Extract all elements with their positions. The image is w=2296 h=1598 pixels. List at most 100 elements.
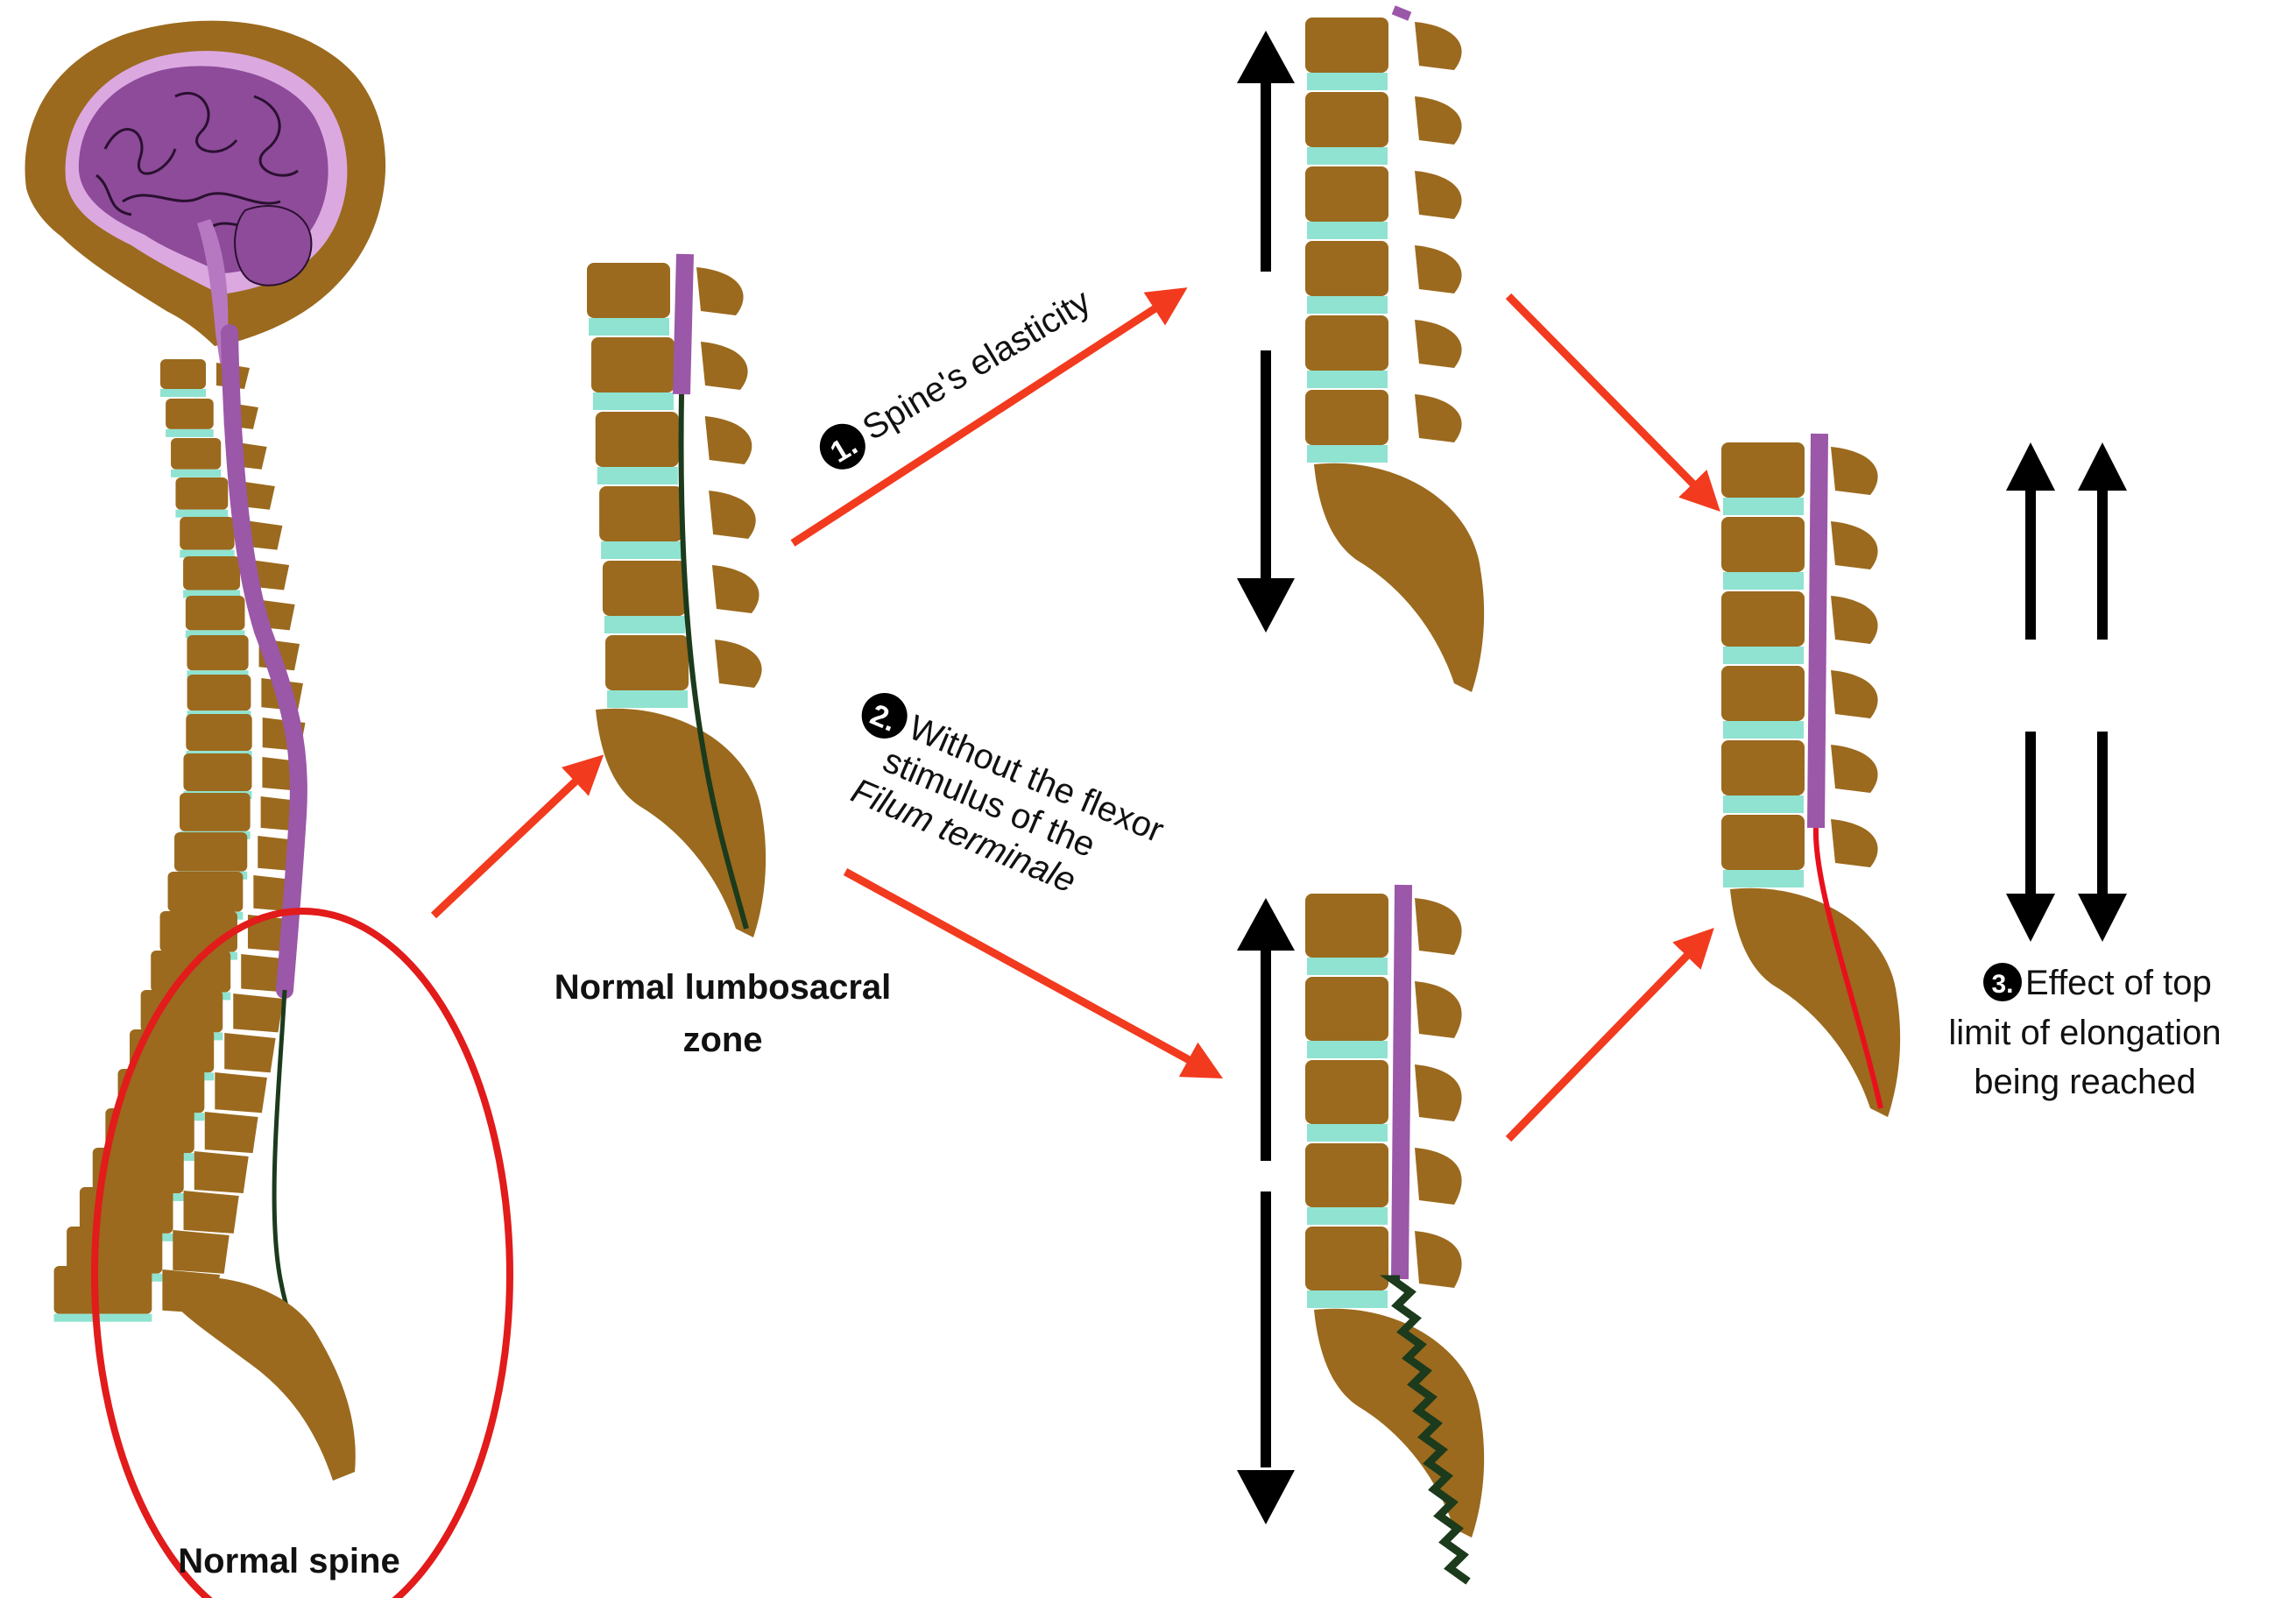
intervertebral-disc xyxy=(1723,647,1804,664)
vertebral-body xyxy=(1305,315,1388,371)
spinous-process xyxy=(1415,171,1462,219)
vertebral-body xyxy=(1305,977,1388,1041)
spinous-process xyxy=(1415,394,1462,442)
vertebral-body xyxy=(1721,442,1805,498)
up-arrows xyxy=(2006,442,2127,640)
brain-gyri xyxy=(95,91,299,230)
spinous-process xyxy=(224,1033,276,1073)
intervertebral-disc xyxy=(180,549,235,558)
intervertebral-disc xyxy=(1307,222,1388,239)
intervertebral-disc xyxy=(1723,572,1804,590)
vertebral-body xyxy=(175,477,229,510)
vertebral-body xyxy=(1305,92,1388,147)
intervertebral-disc xyxy=(1307,445,1388,463)
vertebral-body xyxy=(167,872,244,912)
spinous-process xyxy=(215,1072,267,1114)
spinous-process xyxy=(709,491,756,539)
vertebral-body xyxy=(1305,166,1388,222)
elastic-spine-illustration xyxy=(1305,5,1485,692)
arrow-step1 xyxy=(790,287,1188,547)
vertebral-body xyxy=(79,1187,173,1234)
highlight-ellipse xyxy=(91,908,513,1598)
black-arrows xyxy=(1237,31,2127,1524)
spinous-process xyxy=(1415,1231,1462,1288)
spinous-process xyxy=(1415,245,1462,293)
vertebral-body xyxy=(187,675,251,711)
vertebral-body xyxy=(186,714,252,752)
vertebral-body xyxy=(53,1266,152,1314)
kinked-filum xyxy=(1379,1275,1471,1585)
sacrum xyxy=(596,708,767,937)
vertebral-body xyxy=(130,1029,215,1073)
sacrum xyxy=(1730,887,1901,1117)
intervertebral-disc xyxy=(1723,795,1804,813)
intervertebral-disc xyxy=(607,690,689,708)
vertebral-body xyxy=(595,412,679,467)
intervertebral-disc xyxy=(1307,958,1388,975)
intervertebral-disc xyxy=(1723,498,1804,515)
arrow-to-lumbosacral xyxy=(430,754,604,919)
intervertebral-disc xyxy=(1307,371,1388,388)
spinous-process xyxy=(1415,981,1462,1038)
spinous-process xyxy=(715,640,762,688)
spinous-process xyxy=(1831,745,1878,793)
step3-number: 3. xyxy=(1991,970,2013,999)
spinal-cord xyxy=(1807,433,1828,829)
intervertebral-disc xyxy=(1307,296,1388,314)
spinous-process xyxy=(711,565,759,613)
spinal-cord xyxy=(673,253,694,395)
sacrum xyxy=(1314,1308,1485,1538)
vertebral-body xyxy=(1305,1227,1388,1290)
intervertebral-disc xyxy=(53,1313,152,1322)
vertebral-body xyxy=(1305,241,1388,296)
intervertebral-disc xyxy=(589,318,669,336)
spinous-process xyxy=(1415,1064,1462,1121)
spinal-cord xyxy=(221,324,307,999)
intervertebral-disc xyxy=(166,428,214,437)
sacrum xyxy=(1314,463,1485,692)
spinous-process xyxy=(1831,670,1878,718)
vertebral-body xyxy=(159,911,237,952)
stretch-arrow-top xyxy=(1237,31,1295,633)
label-normal-spine: Normal spine xyxy=(178,1542,399,1580)
intervertebral-disc xyxy=(1307,1207,1388,1225)
step1-badge xyxy=(819,423,865,470)
intervertebral-disc xyxy=(597,467,678,484)
vertebral-body xyxy=(1305,894,1388,958)
kinked-filum-illustration xyxy=(1305,884,1485,1585)
normal-lumbosacral-illustration xyxy=(587,253,767,937)
intervertebral-disc xyxy=(1307,73,1388,90)
arrow-kinked-to-limit xyxy=(1505,927,1714,1142)
vertebral-body xyxy=(187,635,249,671)
spinous-process xyxy=(1415,22,1462,70)
intervertebral-disc xyxy=(1723,721,1804,739)
intervertebral-disc xyxy=(183,590,241,598)
stretch-arrow-bottom xyxy=(1237,898,1295,1524)
spinous-process xyxy=(1415,898,1462,955)
vertebral-body xyxy=(1305,390,1388,445)
vertebral-body xyxy=(605,635,689,690)
down-arrows xyxy=(2006,732,2127,942)
vertebral-body xyxy=(1721,815,1805,870)
intervertebral-disc xyxy=(175,509,229,518)
arrow-elastic-to-limit xyxy=(1505,293,1720,512)
red-arrows xyxy=(430,287,1720,1142)
spinous-process xyxy=(183,1191,239,1234)
vertebral-body xyxy=(105,1108,194,1154)
spinous-process xyxy=(1831,819,1878,867)
vertebral-body xyxy=(183,556,241,590)
spinous-process xyxy=(1831,447,1878,495)
vertebral-body xyxy=(1305,1143,1388,1207)
vertebral-body xyxy=(171,438,222,470)
spinous-process xyxy=(204,1112,258,1154)
vertebral-body xyxy=(185,596,245,631)
intervertebral-disc xyxy=(592,392,674,410)
sacrum xyxy=(175,1276,356,1481)
tense-filum xyxy=(1812,827,1883,1109)
spinous-process xyxy=(244,520,283,550)
step3-line2: limit of elongation xyxy=(1948,1014,2221,1052)
cerebellum xyxy=(234,205,313,286)
vertebral-body xyxy=(587,263,670,318)
intervertebral-disc xyxy=(1307,1124,1388,1142)
